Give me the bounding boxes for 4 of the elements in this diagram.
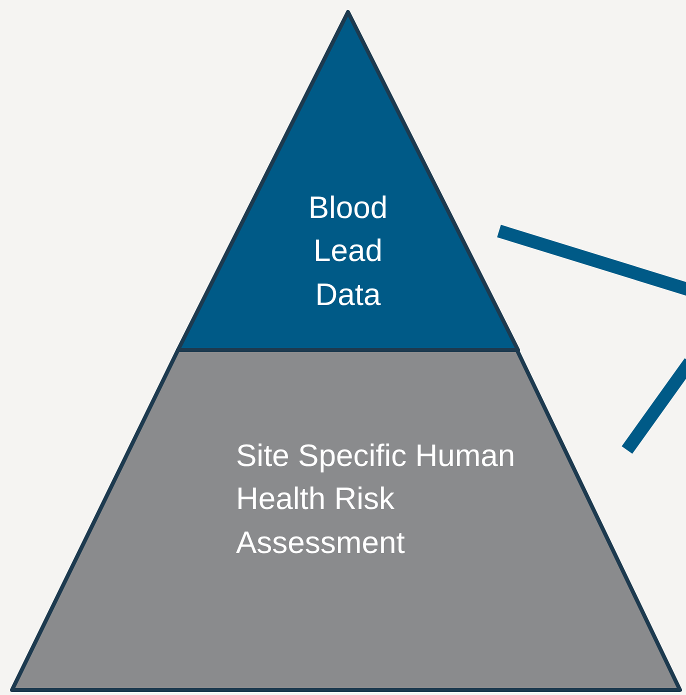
node-label: Site Specific Human Health Risk Assessment: [236, 437, 516, 562]
node-label: Blood Lead Data: [307, 189, 389, 314]
pyramid-base-trapezoid: [12, 350, 680, 690]
pyramid-top-triangle: [178, 12, 518, 350]
